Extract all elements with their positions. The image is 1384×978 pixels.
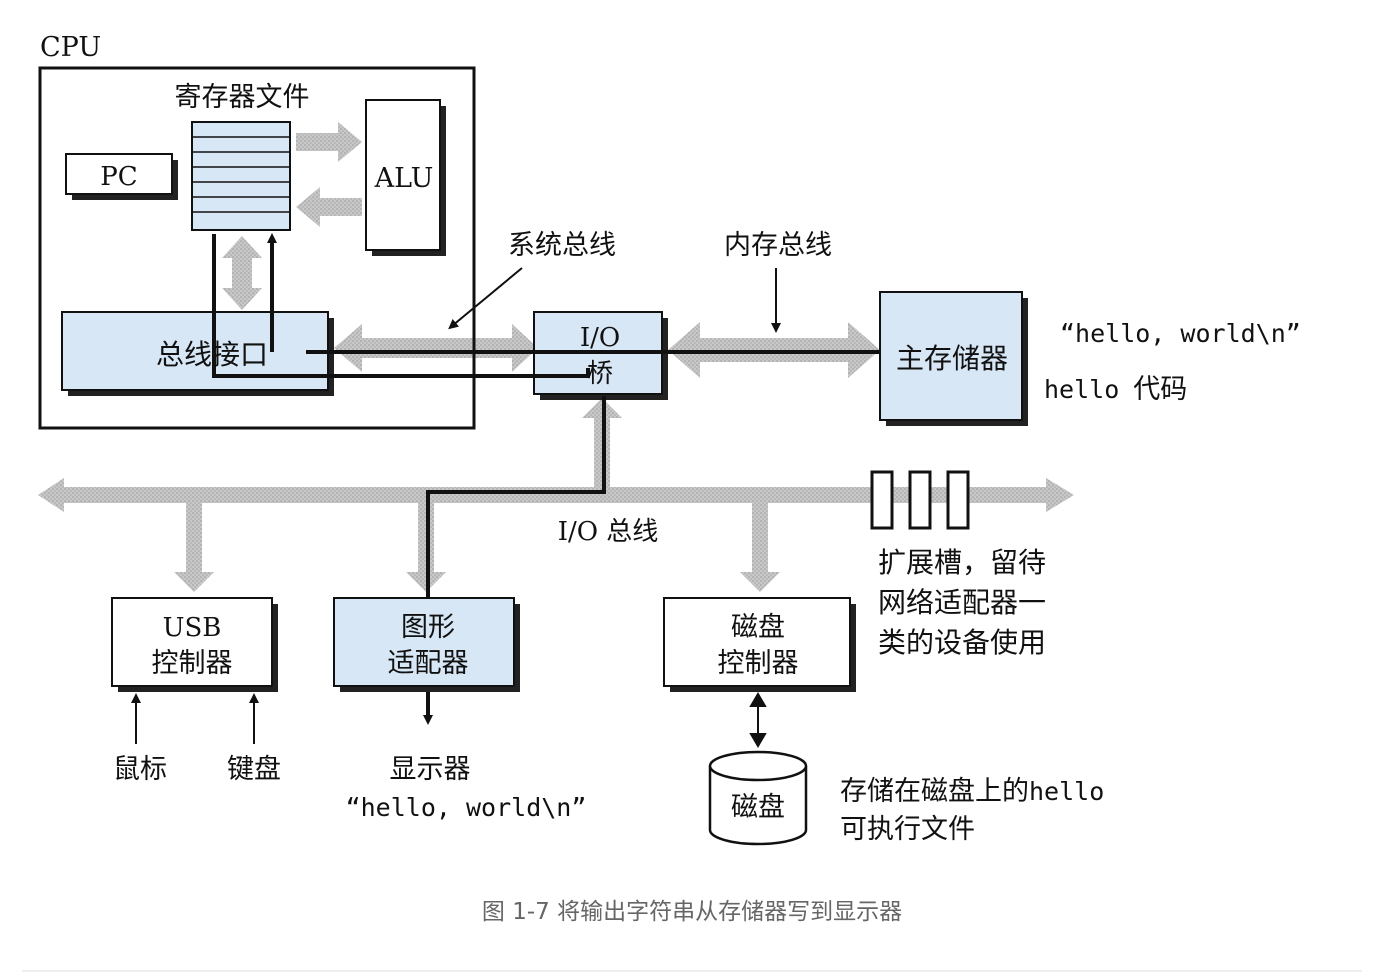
cpu-box xyxy=(38,66,476,430)
alu xyxy=(365,99,446,256)
disk-label: 磁盘 xyxy=(731,792,785,823)
bus-interface xyxy=(61,311,334,396)
expansion-slots xyxy=(870,470,970,530)
pc-register xyxy=(65,153,178,200)
system-bus xyxy=(334,324,538,372)
system-bus-label: 系统总线 xyxy=(508,230,616,261)
main-memory xyxy=(879,291,1028,426)
disk-controller xyxy=(663,597,856,692)
io-bus-drop-usb xyxy=(174,503,214,592)
expansion-slots-line1: 扩展槽，留待 xyxy=(878,546,1046,579)
expansion-slots-line3: 类的设备使用 xyxy=(878,626,1046,659)
keyboard-label: 键盘 xyxy=(227,754,281,785)
divider xyxy=(22,970,1362,972)
register-file xyxy=(191,121,291,231)
main-memory-label: 主存储器 xyxy=(896,342,1008,375)
usb-controller xyxy=(111,597,278,692)
memory-code-suffix: 代码 xyxy=(1133,374,1187,405)
io-bridge-label-line1: I/O xyxy=(580,323,620,353)
system-hardware-diagram: CPU 寄存器文件 PC ALU 总线接口 I/O 桥 主存储器 xyxy=(38,32,1301,846)
mouse-label: 鼠标 xyxy=(113,754,167,785)
memory-string-note: “hello, world\n” xyxy=(1060,319,1301,348)
regfile-to-alu-arrow xyxy=(296,122,362,162)
graphics-adapter-line2: 适配器 xyxy=(388,648,469,679)
disk-note-line1-mono: hello xyxy=(1029,777,1104,806)
regfile-bus-interface-arrow xyxy=(222,236,262,310)
usb-controller-line2: 控制器 xyxy=(152,648,233,679)
display-output-string: “hello, world\n” xyxy=(346,793,587,822)
alu-label: ALU xyxy=(374,163,434,194)
disk-link-arrow xyxy=(749,692,767,748)
io-bridge-label-line2: 桥 xyxy=(587,359,613,389)
display-label: 显示器 xyxy=(390,754,471,785)
expansion-slots-line2: 网络适配器一 xyxy=(878,586,1046,619)
disk-note-line1-prefix: 存储在磁盘上的 xyxy=(840,776,1029,807)
alu-to-regfile-arrow xyxy=(296,187,362,227)
io-bus-drop-disk xyxy=(740,503,780,592)
io-bus-label: I/O 总线 xyxy=(558,517,659,547)
cpu-label: CPU xyxy=(40,32,101,63)
memory-code-note: hello 代码 xyxy=(1044,374,1187,405)
disk-note-line2: 可执行文件 xyxy=(840,814,975,845)
disk-note-line1: 存储在磁盘上的hello xyxy=(840,776,1104,807)
usb-controller-line1: USB xyxy=(163,613,222,643)
disk-controller-line1: 磁盘 xyxy=(731,612,785,643)
system-bus-pointer xyxy=(448,267,523,330)
disk-icon xyxy=(708,750,808,846)
pc-label: PC xyxy=(100,162,137,192)
disk-controller-line2: 控制器 xyxy=(718,648,799,679)
graphics-adapter-line1: 图形 xyxy=(401,612,455,643)
memory-code-prefix: hello xyxy=(1044,375,1119,404)
memory-bus-label: 内存总线 xyxy=(724,230,832,261)
register-file-label: 寄存器文件 xyxy=(175,82,310,113)
io-bus xyxy=(38,478,1074,512)
graphics-adapter xyxy=(333,597,520,692)
figure-caption: 图 1-7 将输出字符串从存储器写到显示器 xyxy=(481,899,903,925)
